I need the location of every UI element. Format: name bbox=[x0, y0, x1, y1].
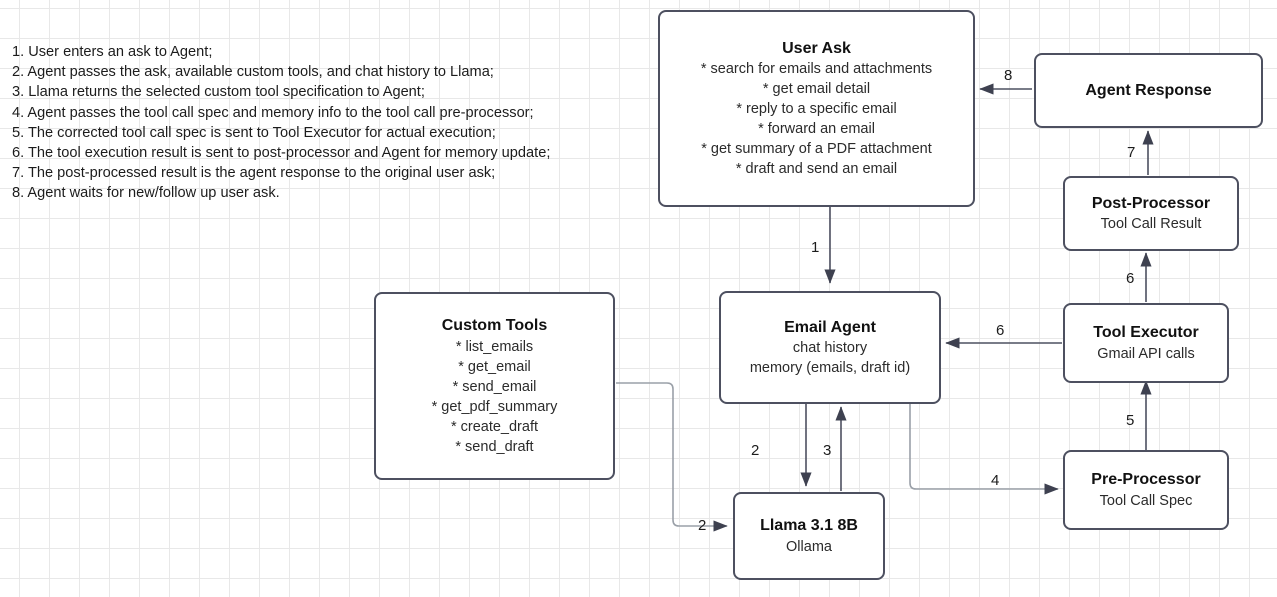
node-custom-tools-item: * send_email bbox=[452, 378, 537, 395]
node-email-agent[interactable]: Email Agent chat history memory (emails,… bbox=[719, 291, 941, 404]
node-user-ask-item: * reply to a specific email bbox=[736, 101, 897, 118]
node-user-ask-item: * get email detail bbox=[762, 81, 871, 98]
node-tool-executor[interactable]: Tool Executor Gmail API calls bbox=[1063, 303, 1229, 383]
edge-label-2-tools-llama: 2 bbox=[698, 517, 707, 534]
node-user-ask[interactable]: User Ask * search for emails and attachm… bbox=[658, 10, 975, 207]
legend-line: 5. The corrected tool call spec is sent … bbox=[12, 124, 496, 141]
node-llama[interactable]: Llama 3.1 8B Ollama bbox=[733, 492, 885, 580]
node-llama-title: Llama 3.1 8B bbox=[760, 517, 858, 535]
edge-4-email-agent-to-pre-processor bbox=[909, 404, 1059, 495]
edge-label-4: 4 bbox=[991, 472, 1000, 489]
node-user-ask-items: * search for emails and attachments * ge… bbox=[701, 59, 932, 179]
node-custom-tools-item: * get_pdf_summary bbox=[431, 398, 558, 415]
edge-label-8: 8 bbox=[1004, 67, 1013, 84]
node-pre-processor[interactable]: Pre-Processor Tool Call Spec bbox=[1063, 450, 1229, 530]
legend-line: 8. Agent waits for new/follow up user as… bbox=[12, 185, 280, 202]
node-user-ask-item: * get summary of a PDF attachment bbox=[701, 141, 932, 158]
edge-label-2-agent-llama: 2 bbox=[751, 442, 760, 459]
legend-line: 1. User enters an ask to Agent; bbox=[12, 44, 213, 60]
legend-line: 6. The tool execution result is sent to … bbox=[12, 145, 551, 162]
node-post-processor-title: Post-Processor bbox=[1091, 194, 1211, 212]
node-email-agent-item: memory (emails, draft id) bbox=[749, 360, 911, 377]
node-user-ask-item: * search for emails and attachments bbox=[700, 61, 933, 78]
node-agent-response-title: Agent Response bbox=[1085, 81, 1212, 99]
node-user-ask-title: User Ask bbox=[782, 39, 851, 57]
node-user-ask-item: * forward an email bbox=[758, 121, 875, 138]
edge-label-3: 3 bbox=[823, 442, 832, 459]
node-tool-executor-subtitle: Gmail API calls bbox=[1097, 345, 1195, 362]
node-custom-tools-title: Custom Tools bbox=[441, 317, 548, 335]
node-email-agent-item: chat history bbox=[792, 340, 868, 357]
node-custom-tools-item: * send_draft bbox=[455, 438, 534, 455]
legend-line: 7. The post-processed result is the agen… bbox=[12, 165, 496, 182]
node-custom-tools[interactable]: Custom Tools * list_emails * get_email *… bbox=[374, 292, 615, 480]
edge-label-7: 7 bbox=[1127, 144, 1136, 161]
node-email-agent-title: Email Agent bbox=[784, 318, 876, 336]
edge-label-6-left: 6 bbox=[996, 322, 1005, 339]
node-custom-tools-item: * create_draft bbox=[450, 418, 539, 435]
legend-line: 3. Llama returns the selected custom too… bbox=[12, 84, 425, 101]
edge-label-5: 5 bbox=[1126, 412, 1135, 429]
node-post-processor-subtitle: Tool Call Result bbox=[1100, 216, 1202, 233]
node-custom-tools-item: * get_email bbox=[458, 358, 531, 375]
edge-2-custom-tools-to-llama bbox=[616, 382, 728, 532]
node-custom-tools-item: * list_emails bbox=[455, 338, 534, 355]
node-post-processor[interactable]: Post-Processor Tool Call Result bbox=[1063, 176, 1239, 251]
legend-steps: 1. User enters an ask to Agent; 2. Agent… bbox=[12, 42, 550, 204]
node-pre-processor-title: Pre-Processor bbox=[1091, 471, 1201, 489]
node-user-ask-item: * draft and send an email bbox=[735, 161, 898, 178]
edge-label-6-up: 6 bbox=[1126, 270, 1135, 287]
node-custom-tools-items: * list_emails * get_email * send_email *… bbox=[432, 337, 558, 457]
node-agent-response[interactable]: Agent Response bbox=[1034, 53, 1263, 128]
node-email-agent-items: chat history memory (emails, draft id) bbox=[750, 338, 910, 378]
edge-label-1: 1 bbox=[811, 239, 820, 256]
node-tool-executor-title: Tool Executor bbox=[1093, 324, 1199, 342]
legend-line: 2. Agent passes the ask, available custo… bbox=[12, 64, 494, 81]
node-llama-subtitle: Ollama bbox=[786, 538, 832, 555]
node-pre-processor-subtitle: Tool Call Spec bbox=[1099, 492, 1193, 509]
legend-line: 4. Agent passes the tool call spec and m… bbox=[12, 104, 534, 121]
